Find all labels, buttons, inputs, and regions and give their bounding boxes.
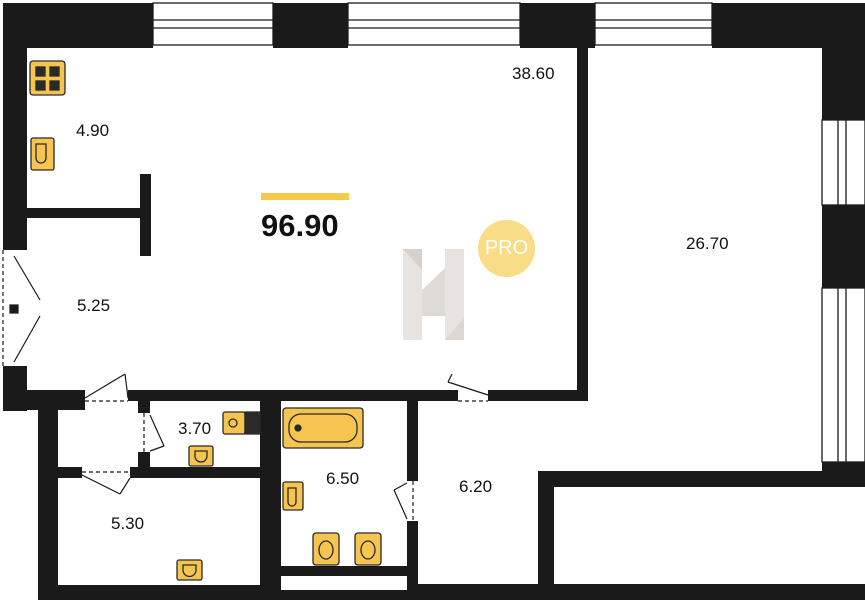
room-area-bedroom: 26.70 (686, 234, 729, 253)
room-area-storage: 5.30 (111, 514, 145, 533)
doors (2, 250, 489, 521)
bathroom-sink-icon (282, 481, 304, 511)
fixtures (29, 60, 382, 581)
kitchen-sink-icon (30, 137, 55, 171)
bidet-icon (354, 532, 382, 566)
toilet-icon (222, 411, 261, 435)
storage-sink-icon (176, 559, 203, 581)
stove-icon (29, 60, 66, 96)
room-area-kitchen: 4.90 (76, 121, 110, 140)
watermark-logo (403, 249, 464, 340)
room-area-living: 38.60 (512, 64, 555, 83)
total-area: 96.90 (261, 208, 339, 243)
walls (3, 3, 865, 600)
pro-badge: PRO (478, 220, 535, 277)
bathroom-toilet-icon (312, 532, 340, 566)
windows (152, 2, 865, 463)
pro-badge-text: PRO (484, 237, 529, 259)
room-area-hall: 5.25 (77, 296, 111, 315)
room-area-corridor: 6.20 (459, 477, 493, 496)
bathtub-icon (282, 407, 364, 449)
room-area-wc: 3.70 (178, 419, 212, 438)
room-area-bathroom: 6.50 (326, 469, 360, 488)
total-area-bar (261, 193, 349, 200)
wc-sink-icon (188, 445, 214, 467)
